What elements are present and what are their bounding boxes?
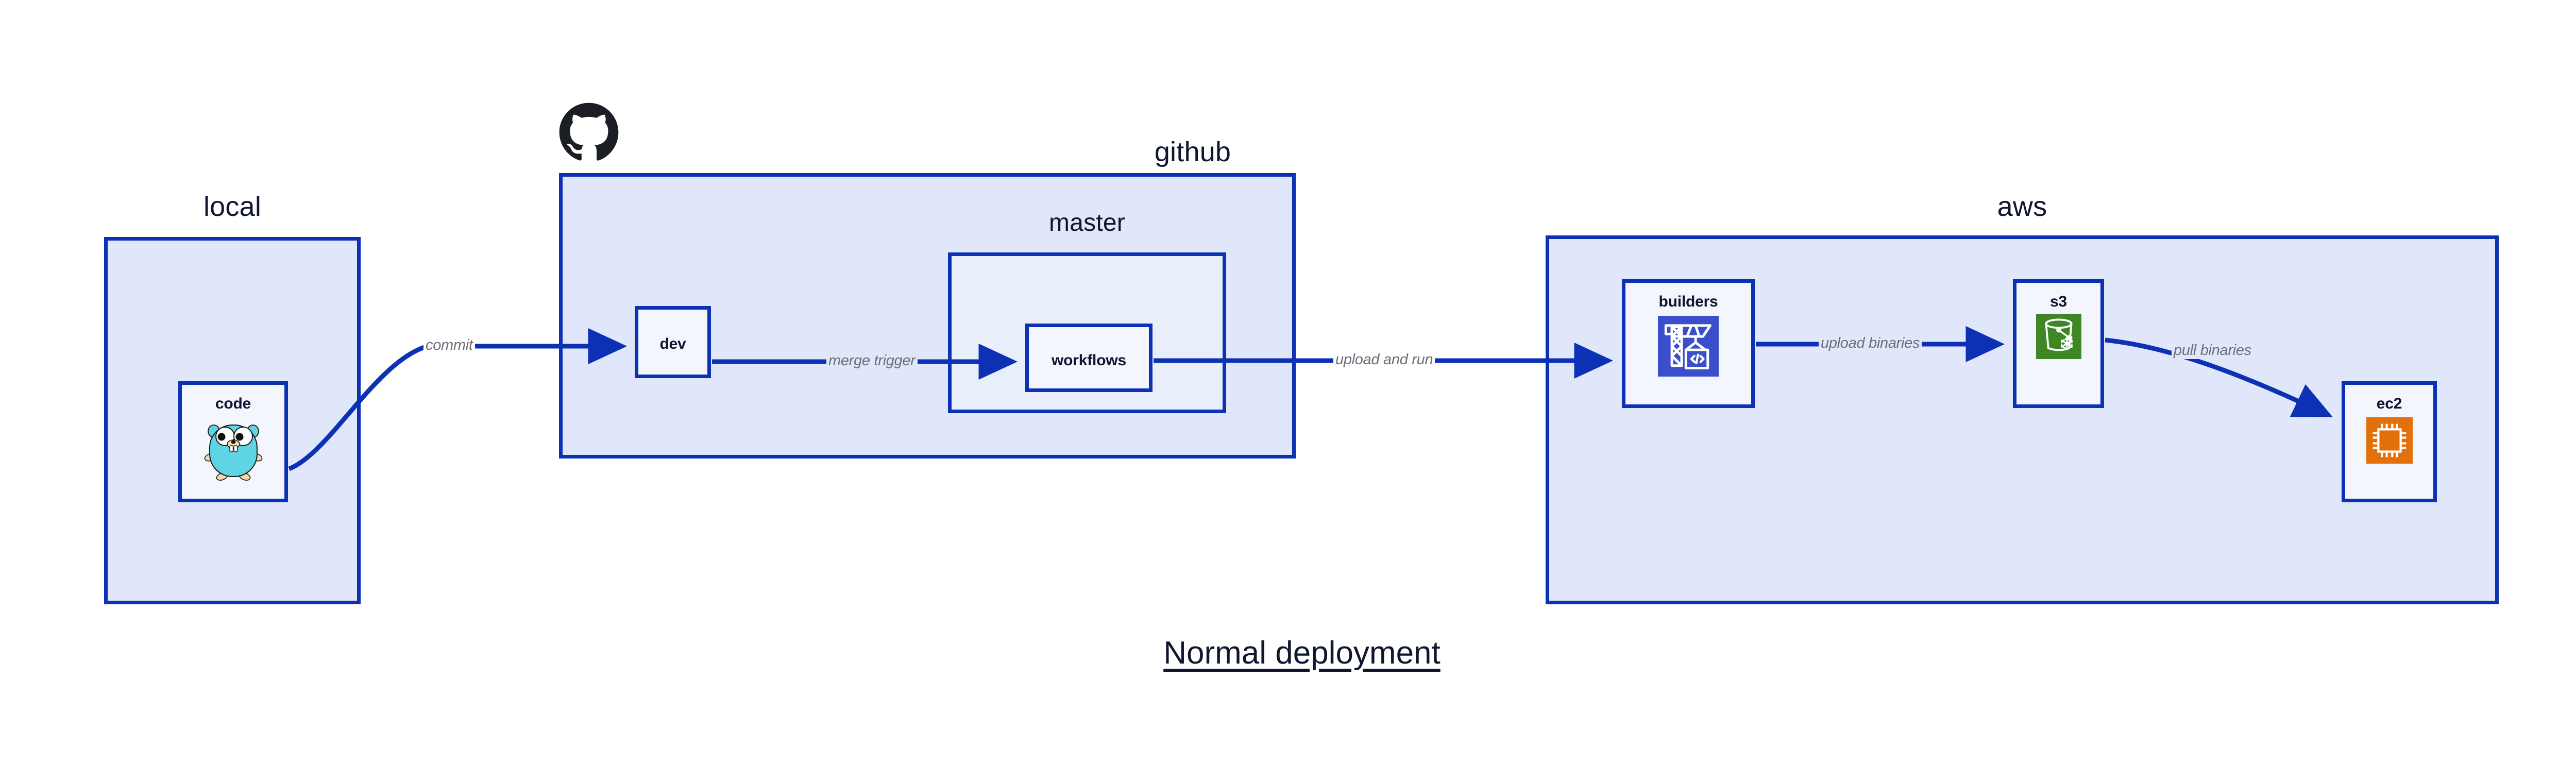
node-label-dev: dev (659, 335, 686, 352)
zone-title-github: github (1154, 137, 1231, 167)
edge-label-upload-binaries: upload binaries (1819, 335, 1922, 352)
zone-title-aws: aws (1997, 191, 2047, 222)
edge-label-merge-trigger: merge trigger (826, 352, 918, 369)
node-label-ec2: ec2 (2376, 395, 2402, 412)
edge-label-pull-binaries: pull binaries (2172, 342, 2253, 359)
zone-title-local: local (203, 191, 262, 222)
node-label-code: code (215, 395, 251, 412)
s3-bucket-icon (2036, 314, 2081, 359)
crane-code-icon (1658, 316, 1719, 377)
node-dev[interactable]: dev (635, 306, 711, 378)
go-gopher-icon (202, 420, 264, 482)
node-workflows[interactable]: workflows (1025, 324, 1153, 392)
node-ec2[interactable]: ec2 (2342, 381, 2437, 502)
node-builders[interactable]: builders (1622, 279, 1755, 408)
subzone-title-master: master (1049, 209, 1125, 236)
diagram-caption: Normal deployment (1163, 635, 1440, 671)
node-label-workflows: workflows (1052, 352, 1126, 369)
node-label-builders: builders (1658, 293, 1718, 310)
edge-label-commit: commit (423, 337, 475, 354)
edge-label-upload-and-run: upload and run (1333, 351, 1435, 368)
node-code[interactable]: code (178, 381, 288, 502)
github-octocat-logo (557, 101, 620, 164)
node-s3[interactable]: s3 (2013, 279, 2104, 408)
node-label-s3: s3 (2050, 293, 2067, 310)
cpu-chip-icon (2366, 417, 2413, 464)
